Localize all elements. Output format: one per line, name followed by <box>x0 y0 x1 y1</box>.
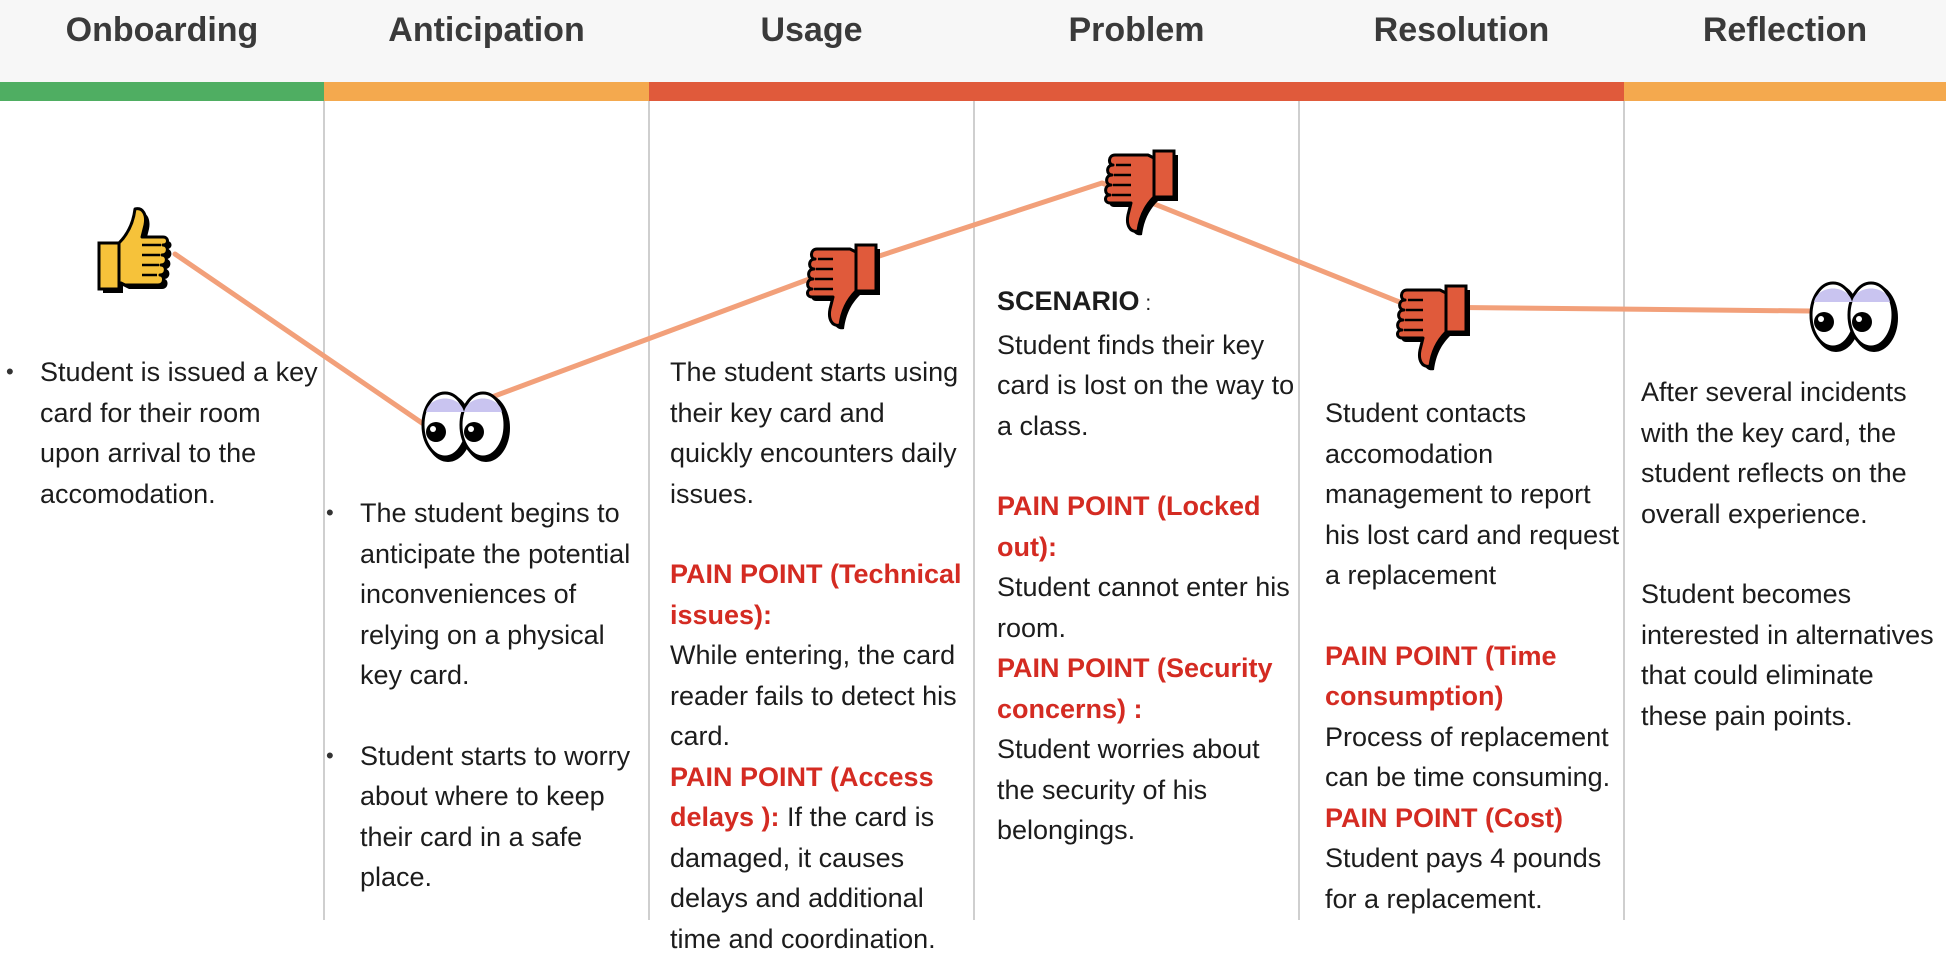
pain-point-label: PAIN POINT (Time consumption) <box>1325 640 1557 712</box>
stage-title-usage: Usage <box>760 10 863 49</box>
scenario-text: Student finds their key card is lost on … <box>997 329 1295 441</box>
usage-intro: The student starts using their key card … <box>670 357 959 509</box>
anticipation-description: The student begins to anticipate the pot… <box>326 493 644 898</box>
stage-title-anticipation: Anticipation <box>388 10 585 49</box>
onboarding-description: Student is issued a key card for their r… <box>6 352 324 514</box>
scenario-colon: : <box>1139 292 1152 315</box>
thumbs-down-icon <box>806 243 880 330</box>
problem-description: SCENARIO : Student finds their key card … <box>997 281 1297 851</box>
pain-point-label: PAIN POINT (Cost) <box>1325 802 1563 833</box>
pain-point-label: PAIN POINT (Access delays ): <box>670 761 934 833</box>
emotion-curve <box>172 180 1813 426</box>
anticipation-bullet: Student starts to worry about where to k… <box>326 736 644 898</box>
reflection-paragraph: Student becomes interested in alternativ… <box>1641 579 1934 731</box>
stage-bar-anticipation <box>324 82 649 101</box>
reflection-description: After several incidents with the key car… <box>1641 372 1941 736</box>
stage-title-onboarding: Onboarding <box>65 10 259 49</box>
column-divider <box>648 101 650 920</box>
anticipation-bullet: The student begins to anticipate the pot… <box>326 493 644 696</box>
pain-point-label: PAIN POINT (Locked out): <box>997 491 1261 562</box>
stage-bar-resolution <box>1299 82 1624 101</box>
stage-header <box>0 0 1946 82</box>
pain-point-text: Student worries about the security of hi… <box>997 734 1260 845</box>
column-divider <box>973 101 975 920</box>
eyes-icon <box>421 391 510 462</box>
stage-bar-onboarding <box>0 82 324 101</box>
thumbs-up-icon <box>97 207 172 293</box>
thumbs-down-icon <box>1104 149 1178 236</box>
pain-point-text: Student pays 4 pounds for a replacement. <box>1325 843 1602 914</box>
resolution-description: Student contacts accomodation management… <box>1325 393 1625 919</box>
pain-point-text: Student cannot enter his room. <box>997 572 1290 643</box>
usage-description: The student starts using their key card … <box>670 352 972 959</box>
stage-bar-problem <box>974 82 1299 101</box>
thumbs-down-icon <box>1396 284 1470 371</box>
column-divider <box>323 101 325 920</box>
reflection-paragraph: After several incidents with the key car… <box>1641 377 1907 529</box>
resolution-intro: Student contacts accomodation management… <box>1325 398 1620 590</box>
stage-title-resolution: Resolution <box>1373 10 1550 49</box>
column-divider <box>1623 101 1625 920</box>
stage-bar-reflection <box>1624 82 1946 101</box>
eyes-icon <box>1809 281 1898 352</box>
onboarding-bullet: Student is issued a key card for their r… <box>6 352 324 514</box>
stage-bar-usage <box>649 82 974 101</box>
pain-point-text: Process of replacement can be time consu… <box>1325 721 1611 793</box>
pain-point-label: PAIN POINT (Security concerns) : <box>997 653 1273 724</box>
column-divider <box>1298 101 1300 920</box>
stage-title-problem: Problem <box>1068 10 1205 49</box>
scenario-label: SCENARIO <box>997 286 1140 316</box>
pain-point-text: While entering, the card reader fails to… <box>670 640 957 751</box>
pain-point-label: PAIN POINT (Technical issues): <box>670 559 962 630</box>
stage-title-reflection: Reflection <box>1702 10 1868 49</box>
